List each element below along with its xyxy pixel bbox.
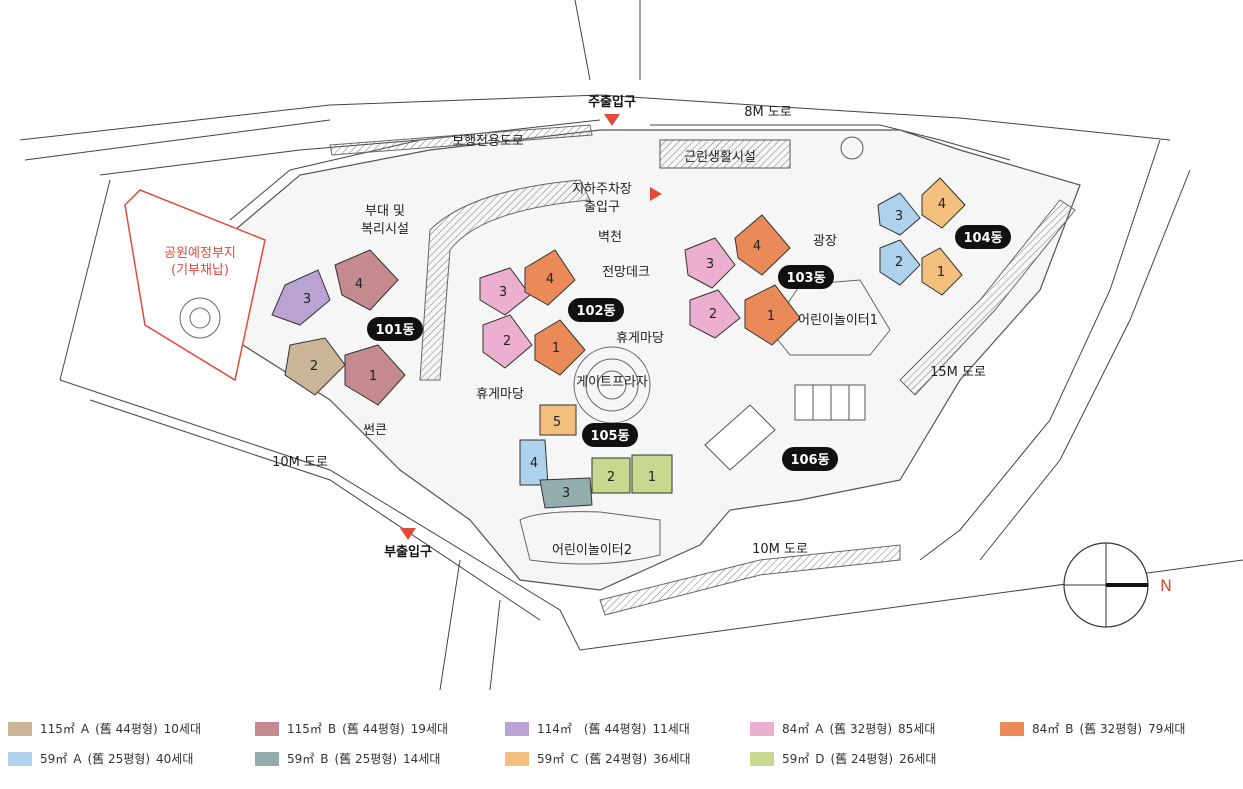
square-label: 광장	[813, 234, 837, 249]
commercial-building	[659, 139, 791, 169]
svg-text:3: 3	[303, 292, 311, 307]
wall-fountain-label: 벽천	[598, 230, 622, 245]
sunken-label: 썬큰	[363, 423, 387, 438]
building-105-label: 105동	[590, 429, 629, 444]
road-10m-left-label: 10M 도로	[272, 455, 328, 470]
sub-entrance-marker	[400, 528, 416, 540]
parking-label-1: 지하주차장	[572, 182, 632, 197]
building-106-label: 106동	[790, 453, 829, 468]
park-label-2: (기부채납)	[171, 263, 229, 278]
parking-entrance-marker	[650, 187, 662, 201]
svg-text:2: 2	[310, 359, 318, 374]
svg-text:2: 2	[895, 255, 903, 270]
svg-text:1: 1	[937, 265, 945, 280]
pedestrian-road-label: 보행전용도로	[452, 133, 524, 149]
inner-road-bottom	[599, 544, 901, 616]
main-entrance-marker	[604, 114, 620, 126]
svg-text:1: 1	[369, 369, 377, 384]
playground2-area	[519, 511, 661, 565]
legend-swatch	[8, 751, 32, 766]
inner-road-left	[419, 179, 591, 381]
svg-text:1: 1	[648, 470, 656, 485]
playground1-label: 어린이놀이터1	[798, 313, 878, 328]
legend-swatch	[750, 751, 774, 766]
road-10m-bottom-label: 10M 도로	[752, 542, 808, 557]
commercial-label: 근린생활시설	[684, 150, 756, 165]
parking-label-2: 출입구	[584, 200, 620, 215]
inner-road-right	[899, 199, 1076, 396]
compass: N	[1063, 542, 1172, 628]
legend-swatch	[255, 751, 279, 766]
svg-text:3: 3	[895, 209, 903, 224]
gate-plaza-label: 게이트프라자	[576, 375, 648, 390]
svg-text:3: 3	[499, 285, 507, 300]
building-pills: 101동 102동 103동 104동 105동 106동	[367, 225, 1011, 471]
observation-deck-label: 전망데크	[602, 265, 650, 280]
road-15m-label: 15M 도로	[930, 365, 986, 380]
legend-swatch	[505, 721, 529, 736]
building-104	[877, 177, 966, 296]
welfare-label-2: 복리시설	[361, 222, 409, 237]
svg-text:5: 5	[553, 415, 561, 430]
road-8m-label: 8M 도로	[744, 105, 792, 120]
svg-text:4: 4	[530, 456, 538, 471]
legend-swatch	[750, 721, 774, 736]
svg-text:4: 4	[938, 197, 946, 212]
playground2-label: 어린이놀이터2	[552, 543, 632, 558]
main-entrance-label: 주출입구	[588, 94, 636, 110]
svg-text:4: 4	[546, 272, 554, 287]
svg-text:4: 4	[753, 239, 761, 254]
building-106-blocks	[704, 384, 866, 471]
building-101-label: 101동	[375, 323, 414, 338]
svg-text:3: 3	[706, 257, 714, 272]
park-zone	[124, 189, 266, 382]
svg-text:2: 2	[709, 307, 717, 322]
rest-yard-left-label: 휴게마당	[476, 387, 524, 402]
legend-swatch	[255, 721, 279, 736]
svg-text:3: 3	[562, 486, 570, 501]
building-102	[479, 249, 586, 376]
svg-text:1: 1	[767, 309, 775, 324]
legend-swatch	[505, 751, 529, 766]
svg-text:2: 2	[607, 470, 615, 485]
building-101	[271, 249, 406, 406]
sub-entrance-label: 부출입구	[384, 544, 432, 560]
park-label-1: 공원예정부지	[164, 246, 236, 261]
building-104-label: 104동	[963, 231, 1002, 246]
building-102-label: 102동	[576, 304, 615, 319]
svg-text:1: 1	[552, 341, 560, 356]
building-103	[684, 214, 801, 346]
svg-text:2: 2	[503, 334, 511, 349]
park-circle	[179, 297, 221, 339]
building-105	[519, 404, 673, 509]
legend-swatch	[1000, 721, 1024, 736]
svg-text:4: 4	[355, 277, 363, 292]
legend-swatch	[8, 721, 32, 736]
welfare-label-1: 부대 및	[365, 204, 405, 219]
rest-yard-center-label: 휴게마당	[616, 331, 664, 346]
compass-north-label: N	[1160, 576, 1172, 595]
site-plan-map: 3 4 2 1 3 4 2 1 3 4 2 1 3 4 2 1 5 4 3 2 …	[19, 0, 1243, 691]
unit-numbers: 3 4 2 1 3 4 2 1 3 4 2 1 3 4 2 1 5 4 3 2 …	[303, 197, 946, 501]
building-103-label: 103동	[786, 271, 825, 286]
legend-item-114: 114㎡(舊 44평형)11세대	[505, 720, 696, 737]
